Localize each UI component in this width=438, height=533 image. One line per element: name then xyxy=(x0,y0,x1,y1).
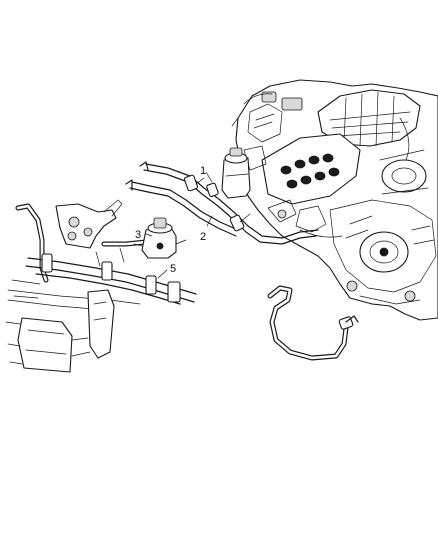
callout-5-label: 5 xyxy=(170,263,176,275)
callout-3-label: 3 xyxy=(135,229,141,241)
power-steering-reservoir xyxy=(221,147,251,199)
callout-1: 1 xyxy=(200,165,213,183)
callout-1-label: 1 xyxy=(200,165,206,177)
callout-2: 2 xyxy=(200,215,213,243)
subframe-crossmember xyxy=(5,279,141,373)
valve-component xyxy=(101,217,187,259)
engine-assembly xyxy=(231,79,438,321)
spark-plug-row xyxy=(280,153,340,189)
callout-2-label: 2 xyxy=(200,231,206,243)
callout-3: 3 xyxy=(135,229,153,241)
power-steering-pressure-hose xyxy=(125,161,319,245)
cooler-line-assembly xyxy=(25,247,197,305)
mounting-bracket xyxy=(55,199,123,249)
loose-cooler-hose xyxy=(267,285,359,361)
callout-5: 5 xyxy=(157,263,176,279)
